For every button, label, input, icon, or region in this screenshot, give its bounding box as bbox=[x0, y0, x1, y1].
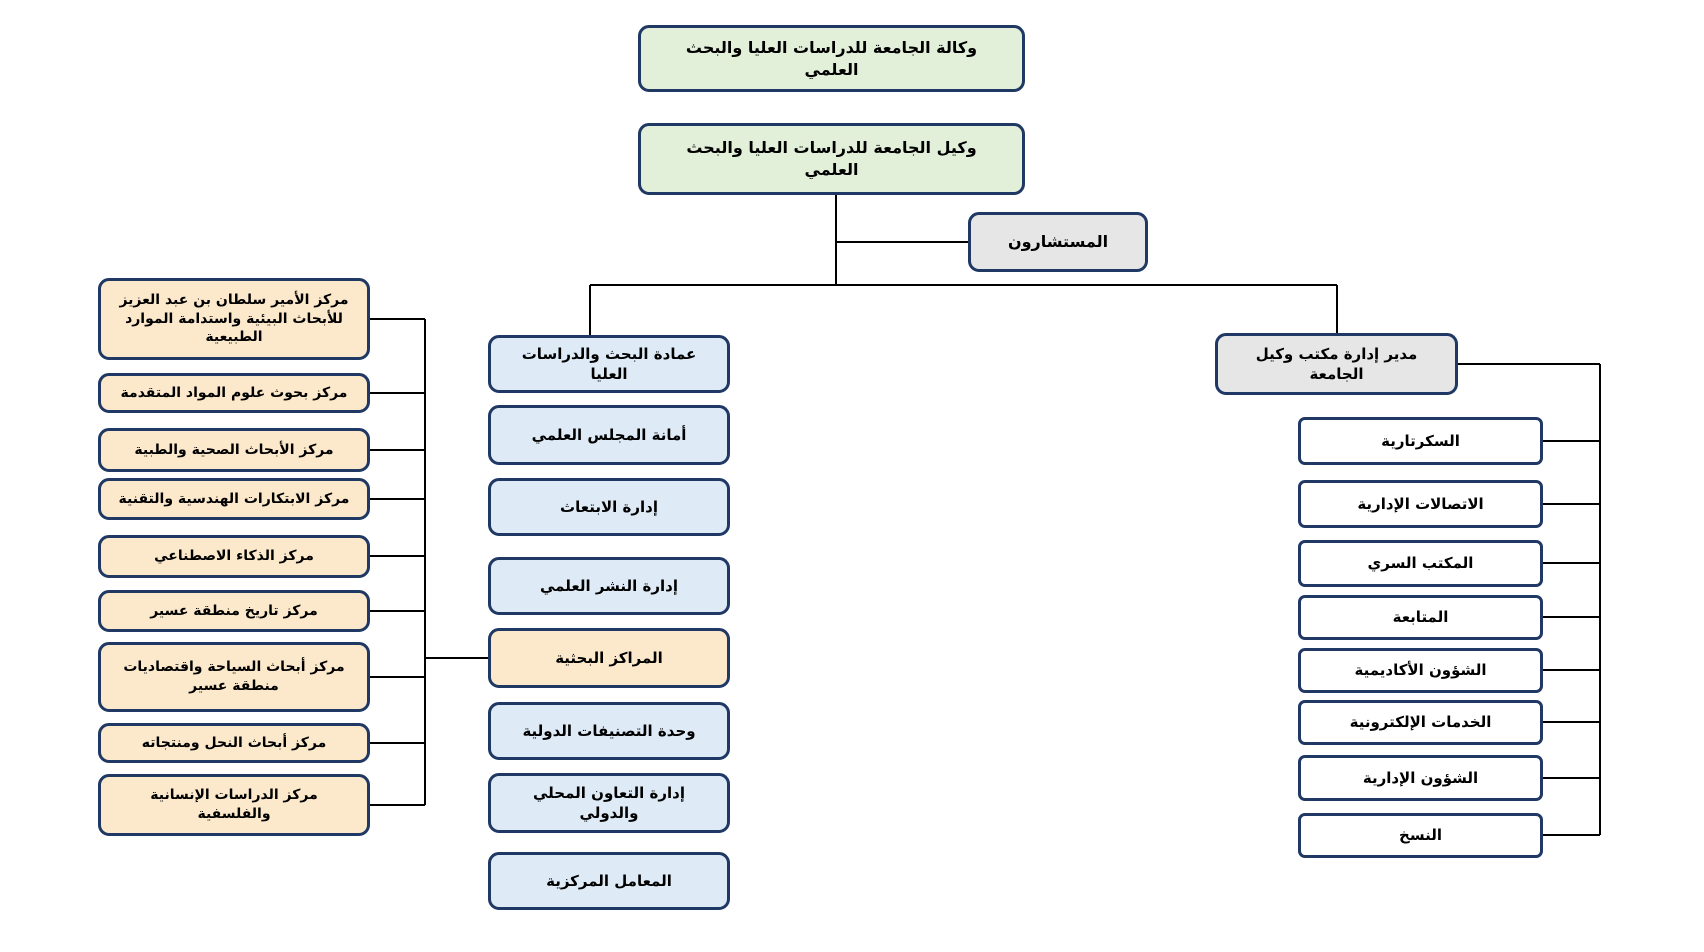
advanced-materials-center-box: مركز بحوث علوم المواد المتقدمة bbox=[98, 373, 370, 413]
cooperation-admin-box: إدارة التعاون المحلي والدولي bbox=[488, 773, 730, 833]
scholarship-admin-box: إدارة الابتعاث bbox=[488, 478, 730, 536]
ai-center-box: مركز الذكاء الاصطناعي bbox=[98, 535, 370, 578]
electronic-services-box: الخدمات الإلكترونية bbox=[1298, 700, 1543, 745]
tourism-economics-center-box: مركز أبحاث السياحة واقتصاديات منطقة عسير bbox=[98, 642, 370, 712]
engineering-innovations-center-box: مركز الابتكارات الهندسية والتقنية bbox=[98, 478, 370, 520]
follow-up-box: المتابعة bbox=[1298, 595, 1543, 640]
vice-rector-box: وكيل الجامعة للدراسات العليا والبحث العل… bbox=[638, 123, 1025, 195]
administrative-communications-box: الاتصالات الإدارية bbox=[1298, 480, 1543, 528]
administrative-affairs-box: الشؤون الإدارية bbox=[1298, 755, 1543, 801]
health-medical-research-center-box: مركز الأبحاث الصحية والطبية bbox=[98, 428, 370, 472]
secretariat-box: السكرتارية bbox=[1298, 417, 1543, 465]
confidential-office-box: المكتب السري bbox=[1298, 540, 1543, 587]
bee-research-center-box: مركز أبحاث النحل ومنتجاته bbox=[98, 723, 370, 763]
central-labs-box: المعامل المركزية bbox=[488, 852, 730, 910]
international-rankings-box: وحدة التصنيفات الدولية bbox=[488, 702, 730, 760]
prince-sultan-center-box: مركز الأمير سلطان بن عبد العزيز للأبحاث … bbox=[98, 278, 370, 360]
advisors-box: المستشارون bbox=[968, 212, 1148, 272]
research-centers-hub-box: المراكز البحثية bbox=[488, 628, 730, 688]
agency-box: وكالة الجامعة للدراسات العليا والبحث الع… bbox=[638, 25, 1025, 92]
scientific-council-box: أمانة المجلس العلمي bbox=[488, 405, 730, 465]
copying-box: النسخ bbox=[1298, 813, 1543, 858]
office-manager-box: مدير إدارة مكتب وكيل الجامعة bbox=[1215, 333, 1458, 395]
academic-affairs-box: الشؤون الأكاديمية bbox=[1298, 648, 1543, 693]
deanship-box: عمادة البحث والدراسات العليا bbox=[488, 335, 730, 393]
scientific-publishing-box: إدارة النشر العلمي bbox=[488, 557, 730, 615]
humanities-philosophy-center-box: مركز الدراسات الإنسانية والفلسفية bbox=[98, 774, 370, 836]
asir-history-center-box: مركز تاريخ منطقة عسير bbox=[98, 590, 370, 632]
